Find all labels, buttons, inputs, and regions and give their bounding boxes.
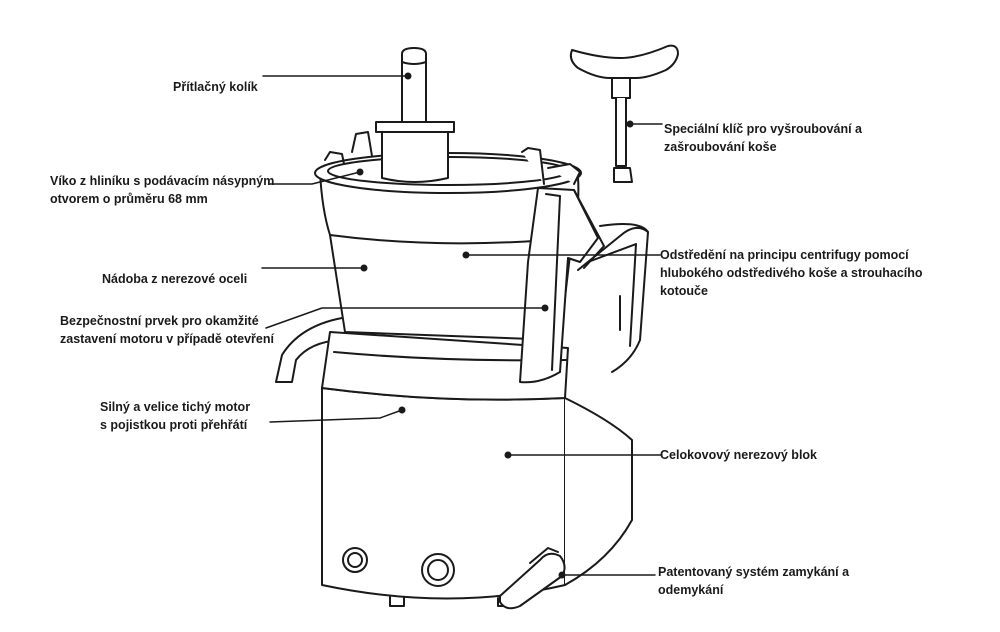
label-locking-line1: Patentovaný systém zamykání a bbox=[658, 565, 850, 579]
label-lid-line2: otvorem o průměru 68 mm bbox=[50, 192, 208, 206]
dot-safety bbox=[541, 304, 549, 312]
leader-lines bbox=[261, 75, 663, 576]
label-safety: Bezpečnostní prvek pro okamžité zastaven… bbox=[60, 312, 274, 348]
pulp-container bbox=[577, 223, 649, 373]
label-key: Speciální klíč pro vyšroubování a zašrou… bbox=[664, 120, 862, 156]
feed-chute bbox=[375, 121, 455, 183]
leader-dots bbox=[356, 72, 634, 579]
label-lid: Víko z hliníku s podávacím násypným otvo… bbox=[50, 172, 274, 208]
dot-key bbox=[626, 120, 634, 128]
dot-motor bbox=[398, 406, 406, 414]
label-key-line1: Speciální klíč pro vyšroubování a bbox=[664, 122, 862, 136]
label-locking-line2: odemykání bbox=[658, 583, 724, 597]
dot-bowl bbox=[360, 264, 368, 272]
label-centrifuge: Odstředění na principu centrifugy pomocí… bbox=[660, 246, 923, 300]
steel-bowl bbox=[319, 171, 580, 341]
label-centrifuge-line3: kotouče bbox=[660, 284, 708, 298]
label-motor-line1: Silný a velice tichý motor bbox=[100, 400, 251, 414]
safety-arm bbox=[519, 187, 605, 384]
label-lid-line1: Víko z hliníku s podávacím násypným bbox=[50, 174, 275, 188]
label-safety-line1: Bezpečnostní prvek pro okamžité bbox=[60, 314, 259, 328]
label-safety-line2: zastavení motoru v případě otevření bbox=[60, 332, 274, 346]
dot-centrifuge bbox=[462, 251, 470, 259]
label-block: Celokovový nerezový blok bbox=[660, 446, 817, 464]
locking-lever-icon bbox=[499, 547, 566, 610]
label-locking: Patentovaný systém zamykání a odemykání bbox=[658, 563, 849, 599]
front-knob-left bbox=[342, 547, 368, 573]
dot-plunger bbox=[404, 72, 412, 80]
special-key-icon bbox=[569, 44, 679, 183]
dot-lid bbox=[356, 168, 364, 176]
dot-block bbox=[504, 451, 512, 459]
label-centrifuge-line2: hlubokého odstředivého koše a strouhacíh… bbox=[660, 266, 923, 280]
label-centrifuge-line1: Odstředění na principu centrifugy pomocí bbox=[660, 248, 909, 262]
motor-base bbox=[321, 387, 633, 607]
label-bowl: Nádoba z nerezové oceli bbox=[102, 270, 247, 288]
label-motor: Silný a velice tichý motor s pojistkou p… bbox=[100, 398, 250, 434]
label-key-line2: zašroubování koše bbox=[664, 140, 777, 154]
label-bowl-line1: Nádoba z nerezové oceli bbox=[102, 272, 248, 286]
juice-spout bbox=[275, 317, 343, 383]
front-knob-right bbox=[421, 553, 455, 587]
dot-locking bbox=[558, 571, 566, 579]
label-block-line1: Celokovový nerezový blok bbox=[660, 448, 818, 462]
label-motor-line2: s pojistkou proti přehřátí bbox=[100, 418, 248, 432]
plunger bbox=[401, 47, 427, 123]
label-plunger: Přítlačný kolík bbox=[173, 78, 258, 96]
label-plunger-line1: Přítlačný kolík bbox=[173, 80, 258, 94]
